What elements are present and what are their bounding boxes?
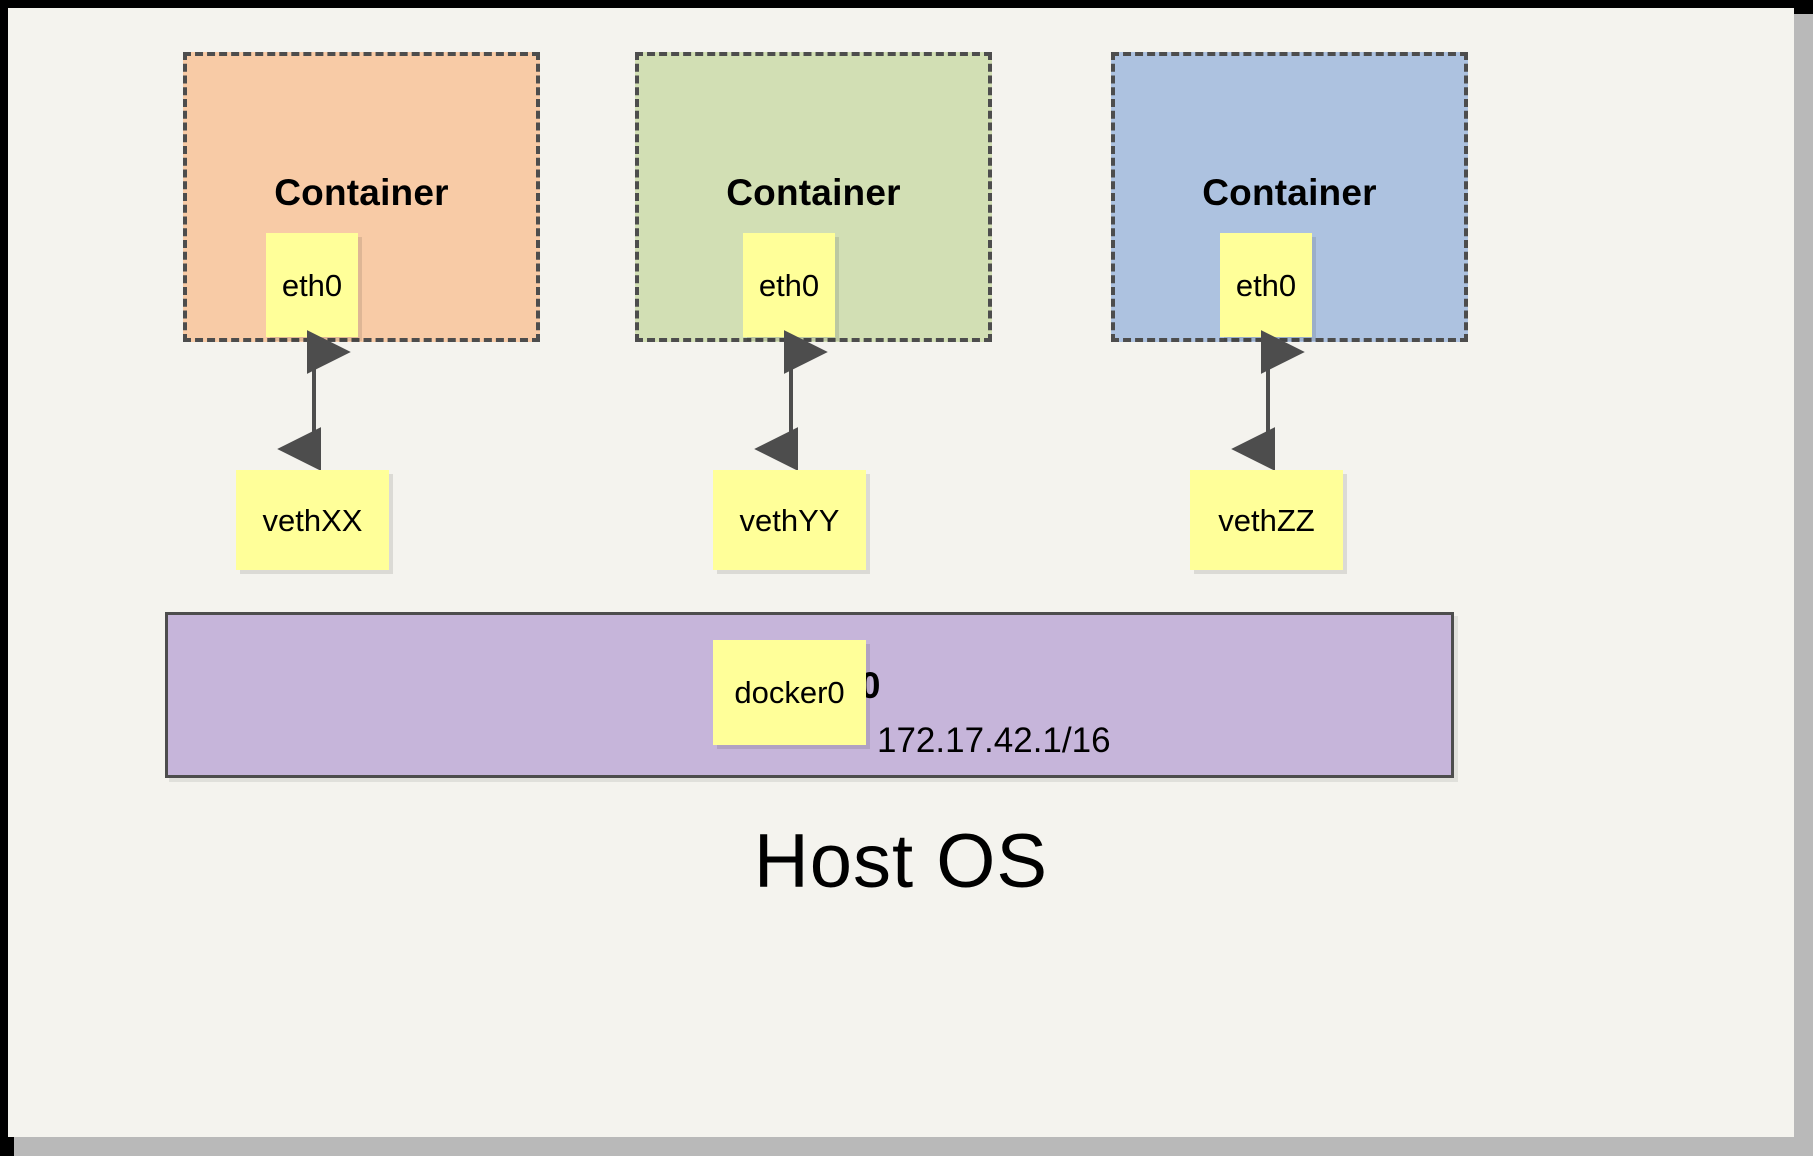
link-arrow-3 (1231, 330, 1305, 471)
host-os-label: Host OS (753, 819, 1049, 904)
docker0-interface-label: docker0 (734, 675, 845, 710)
container-title-3: Container (1202, 172, 1377, 213)
veth-label-2: vethYY (739, 502, 840, 538)
eth0-box-1[interactable]: eth0 (266, 233, 358, 337)
container-box-2[interactable]: Container (635, 52, 992, 342)
eth0-label-1: eth0 (281, 267, 343, 303)
eth0-box-3[interactable]: eth0 (1220, 233, 1312, 337)
veth-box-3[interactable]: vethZZ (1190, 470, 1343, 570)
eth0-label-2: eth0 (758, 267, 820, 303)
container-title-1: Container (274, 172, 449, 213)
link-arrow-1 (277, 330, 351, 471)
docker0-bridge-bar[interactable]: docker0 (165, 612, 1454, 778)
container-box-1[interactable]: Container (183, 52, 540, 342)
veth-box-2[interactable]: vethYY (713, 470, 866, 570)
host-os-panel: Container eth0 Container eth0 Container … (8, 8, 1794, 1137)
veth-box-1[interactable]: vethXX (236, 470, 389, 570)
eth0-label-3: eth0 (1235, 267, 1297, 303)
veth-label-1: vethXX (262, 502, 363, 538)
link-arrow-2 (754, 330, 828, 471)
container-title-2: Container (726, 172, 901, 213)
eth0-box-2[interactable]: eth0 (743, 233, 835, 337)
docker0-interface-box[interactable]: docker0 (713, 640, 866, 745)
veth-label-3: vethZZ (1218, 502, 1315, 538)
docker0-ip-label: 172.17.42.1/16 (877, 721, 1111, 760)
